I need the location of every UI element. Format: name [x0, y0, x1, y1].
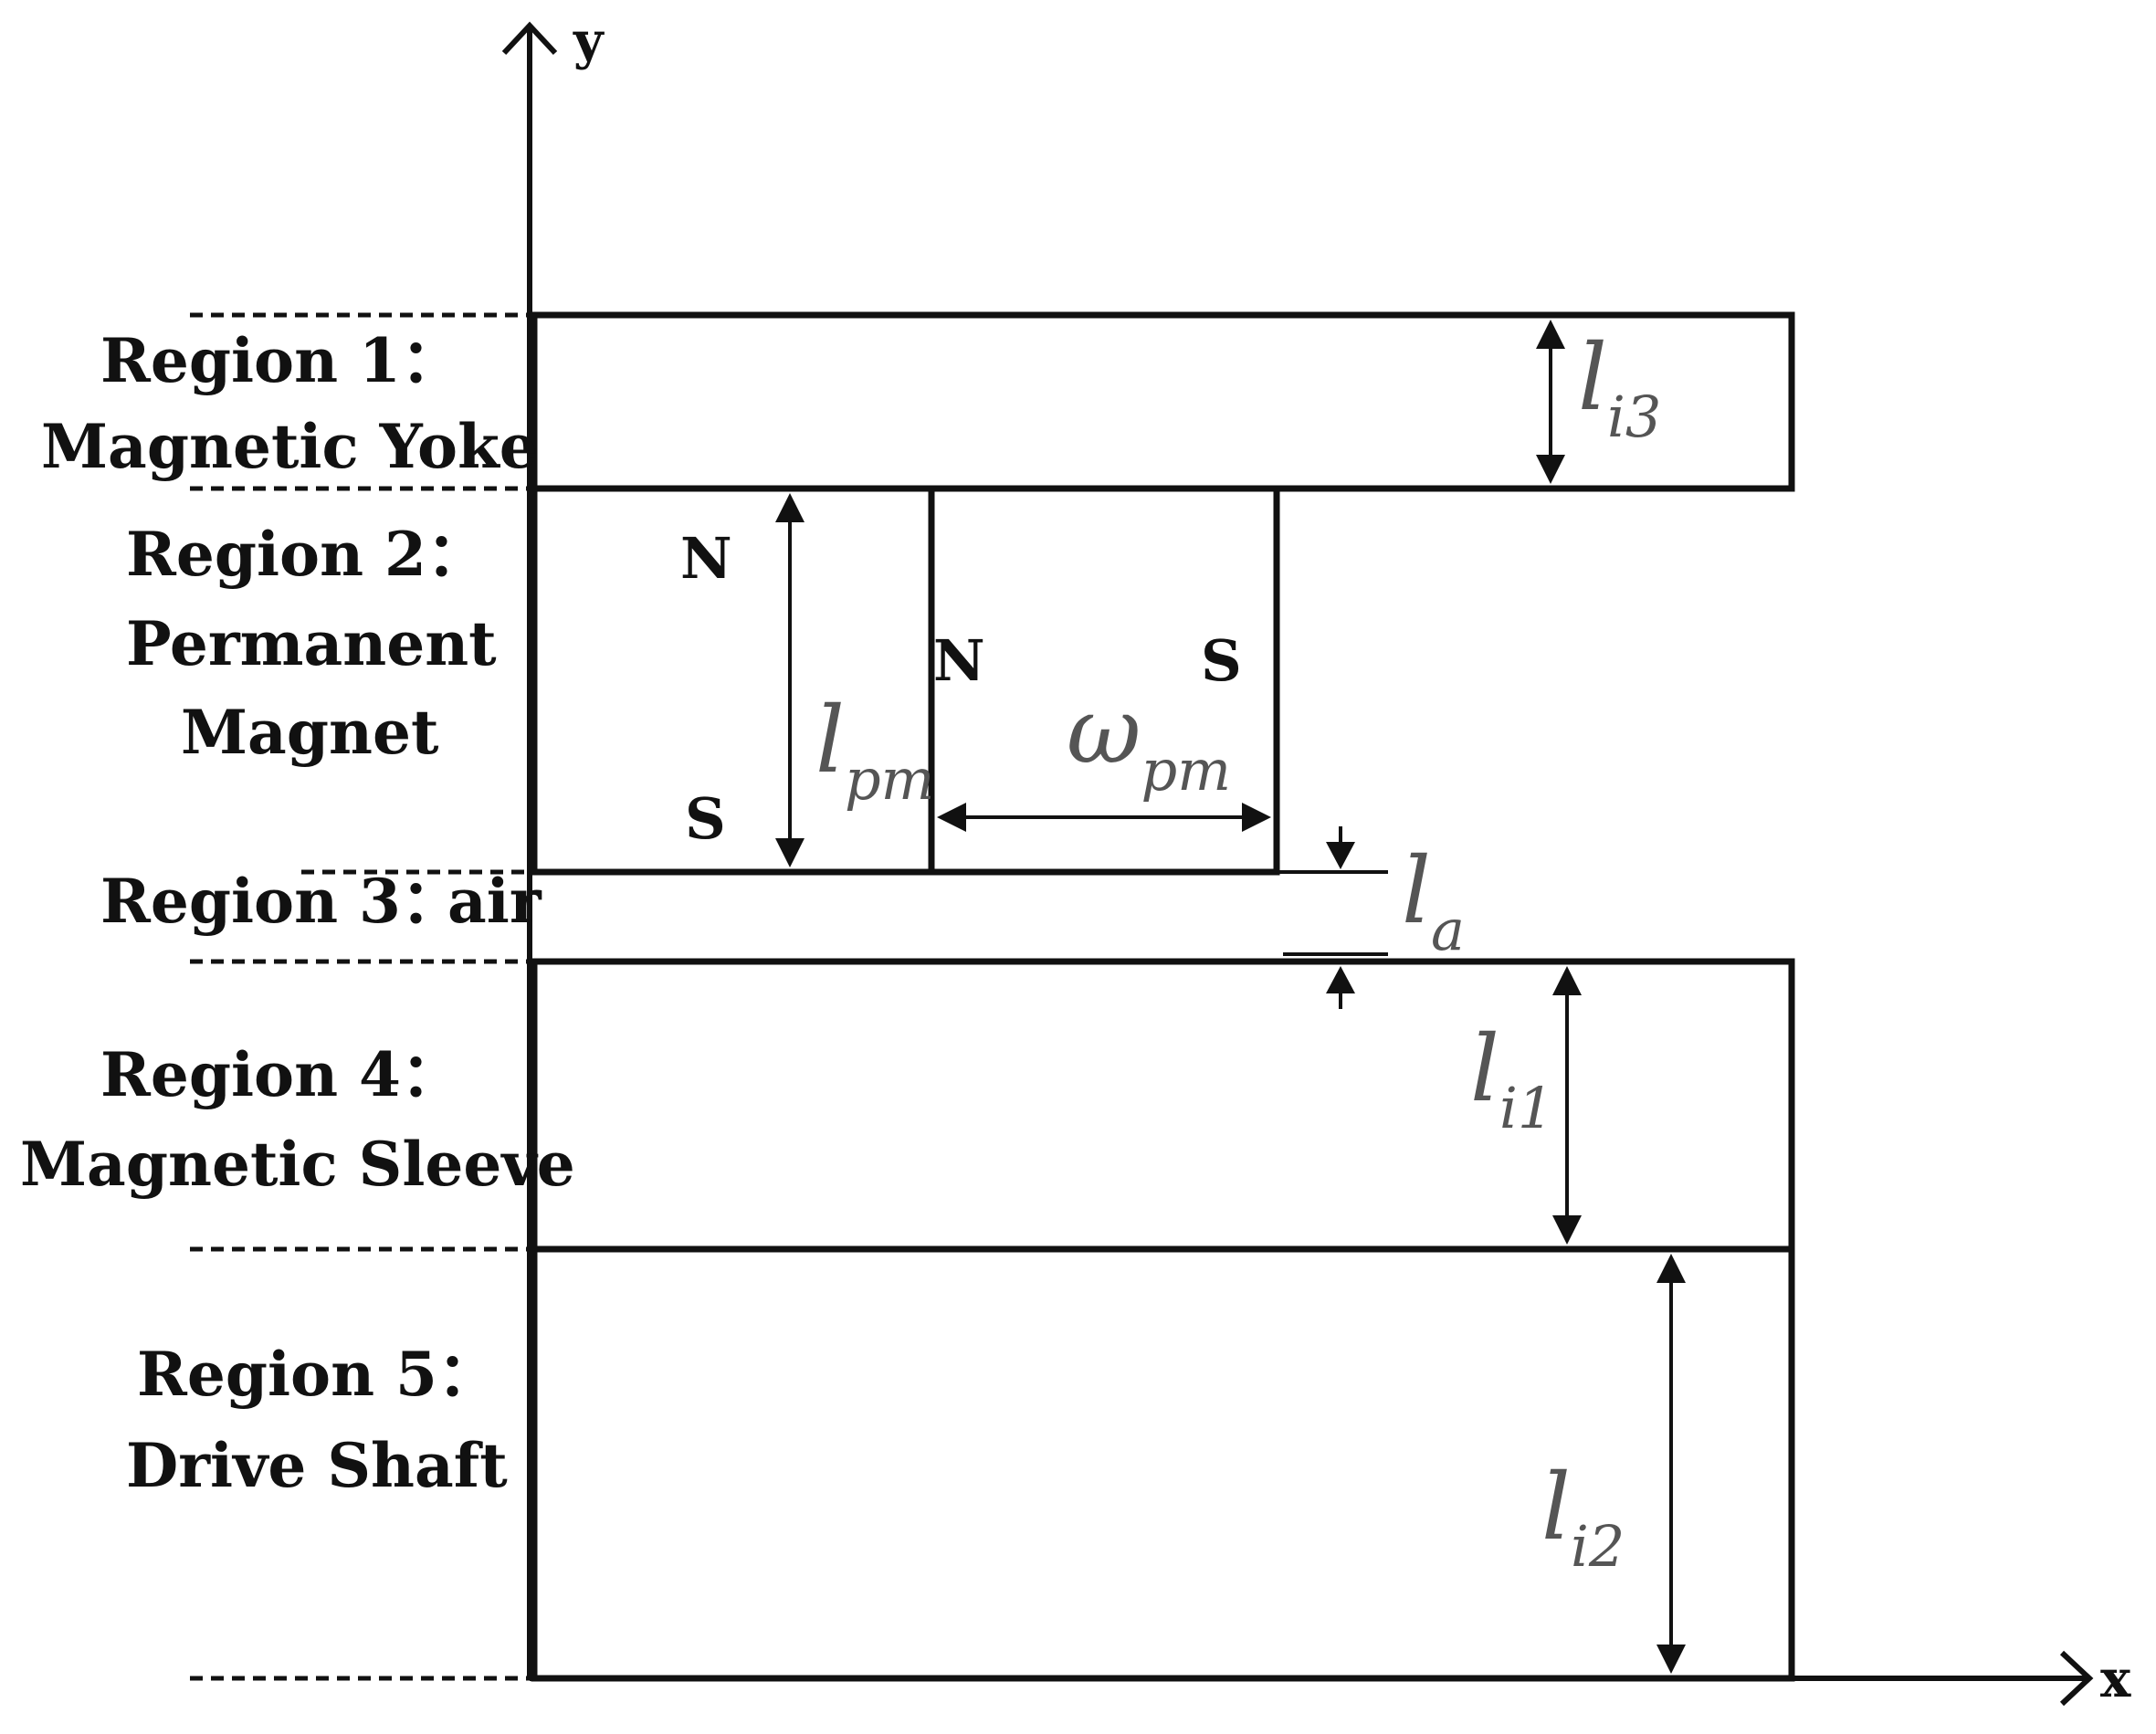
l-i2-arrow-top: [1656, 1254, 1686, 1283]
l-i2-label: li2: [1541, 1454, 1625, 1580]
l-i1-label: li1: [1470, 1015, 1553, 1141]
l-a-arrow-bottom: [1326, 966, 1355, 993]
l-pm-arrow-top: [775, 493, 805, 522]
l-pm-arrow-bottom: [775, 838, 805, 867]
w-pm-label: ωpm: [1067, 678, 1231, 804]
l-i3-arrow-bottom: [1536, 455, 1565, 484]
x-axis-label: x: [2100, 1649, 2131, 1709]
permanent-magnet-left: [531, 485, 935, 876]
permanent-magnet-right: [928, 485, 1280, 876]
x-axis-arrow: [2059, 1650, 2094, 1707]
region-1-label: Region 1：: [100, 325, 461, 396]
l-i1-arrow-top: [1552, 966, 1582, 995]
l-a-arrow-top: [1326, 842, 1355, 869]
region-3-desc: air: [447, 866, 542, 937]
drive-shaft-rect: [531, 1245, 1795, 1682]
l-i2-arrow-bottom: [1656, 1645, 1686, 1674]
pole-left-bottom: S: [685, 785, 726, 852]
l-i1-arrow-bottom: [1552, 1215, 1582, 1245]
region-4-label: Region 4：: [100, 1039, 461, 1110]
pole-left-top: N: [680, 525, 732, 592]
magnetic-sleeve-rect: [531, 958, 1795, 1253]
l-pm-label: lpm: [815, 687, 934, 813]
y-axis-arrow: [501, 21, 558, 56]
region-3-label: Region 3：: [100, 866, 461, 937]
region-2-desc-line1: Permanent: [126, 608, 497, 679]
region-1-desc: Magnetic Yoke: [41, 411, 538, 482]
w-pm-arrow-left: [937, 803, 966, 832]
pole-right-right: S: [1201, 627, 1242, 694]
pole-right-left: N: [933, 627, 985, 694]
region-4-desc: Magnetic Sleeve: [20, 1129, 575, 1200]
l-a-label: la: [1402, 837, 1465, 963]
region-5-label: Region 5：: [137, 1339, 498, 1410]
region-2-desc-line2: Magnet: [181, 697, 439, 768]
l-i3-arrow-top: [1536, 320, 1565, 349]
y-axis-label: y: [573, 11, 605, 71]
w-pm-arrow-right: [1242, 803, 1271, 832]
region-5-desc: Drive Shaft: [126, 1430, 508, 1501]
l-i3-label: li3: [1578, 324, 1661, 450]
region-2-label: Region 2：: [126, 519, 487, 590]
